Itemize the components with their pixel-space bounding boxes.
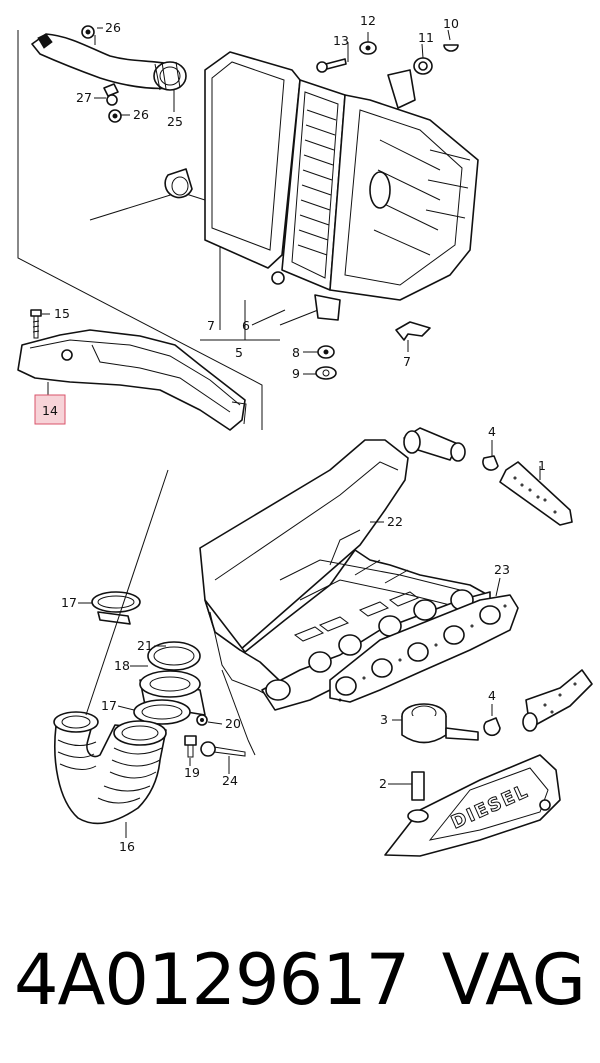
label-part-16: 16 [119,839,135,854]
label-part-4a: 4 [488,424,496,439]
label-part-18: 18 [114,658,130,673]
parts-diagram: DIESEL [17,13,593,857]
label-part-2: 2 [379,776,387,791]
label-part-7b: 7 [403,354,411,369]
part-labels: 1 2 3 4 4 5 6 7 7 8 9 10 11 12 13 14 15 … [42,13,546,854]
label-part-12: 12 [360,13,376,28]
footer: 4A0129617 VAG [0,930,600,1050]
label-part-11: 11 [418,30,434,45]
label-part-1: 1 [538,458,546,473]
breather-hose-1 [403,427,573,526]
label-part-8: 8 [292,345,300,360]
label-part-25: 25 [167,114,183,129]
label-part-27: 27 [76,90,92,105]
bolts-19-20-24 [184,714,246,758]
label-part-14: 14 [42,403,58,418]
label-part-22: 22 [387,514,403,529]
leader-lines [42,27,541,838]
fasteners-26-27 [81,25,122,123]
bracket-14-with-bolt-15 [17,309,247,431]
hose-16-with-clamps [53,591,206,825]
manifold-gasket-23 [329,594,519,703]
label-part-9: 9 [292,366,300,381]
label-part-5: 5 [235,345,243,360]
label-part-17a: 17 [61,595,77,610]
label-part-17b: 17 [101,698,117,713]
top-fasteners-10-13 [316,41,459,109]
label-part-23: 23 [494,562,510,577]
label-part-24: 24 [222,773,238,788]
label-part-15: 15 [54,306,70,321]
air-filter-housing [164,51,479,321]
label-part-7a: 7 [207,318,215,333]
housing-mount-parts [315,321,431,380]
label-part-26b: 26 [133,107,149,122]
label-part-19: 19 [184,765,200,780]
label-part-13: 13 [333,33,349,48]
label-part-26a: 26 [105,20,121,35]
part-number: 4A0129617 [14,939,410,1021]
label-part-3: 3 [380,712,388,727]
brand-name: VAG [441,939,586,1021]
label-part-21: 21 [137,638,153,653]
label-part-10: 10 [443,16,459,31]
cylinder-head-cover: DIESEL [384,754,561,857]
label-part-6: 6 [242,318,250,333]
intake-hose-25 [31,33,187,91]
label-part-4b: 4 [488,688,496,703]
breather-valve-3 [401,669,593,823]
label-part-20: 20 [225,716,241,731]
part-14-highlight [34,394,66,425]
